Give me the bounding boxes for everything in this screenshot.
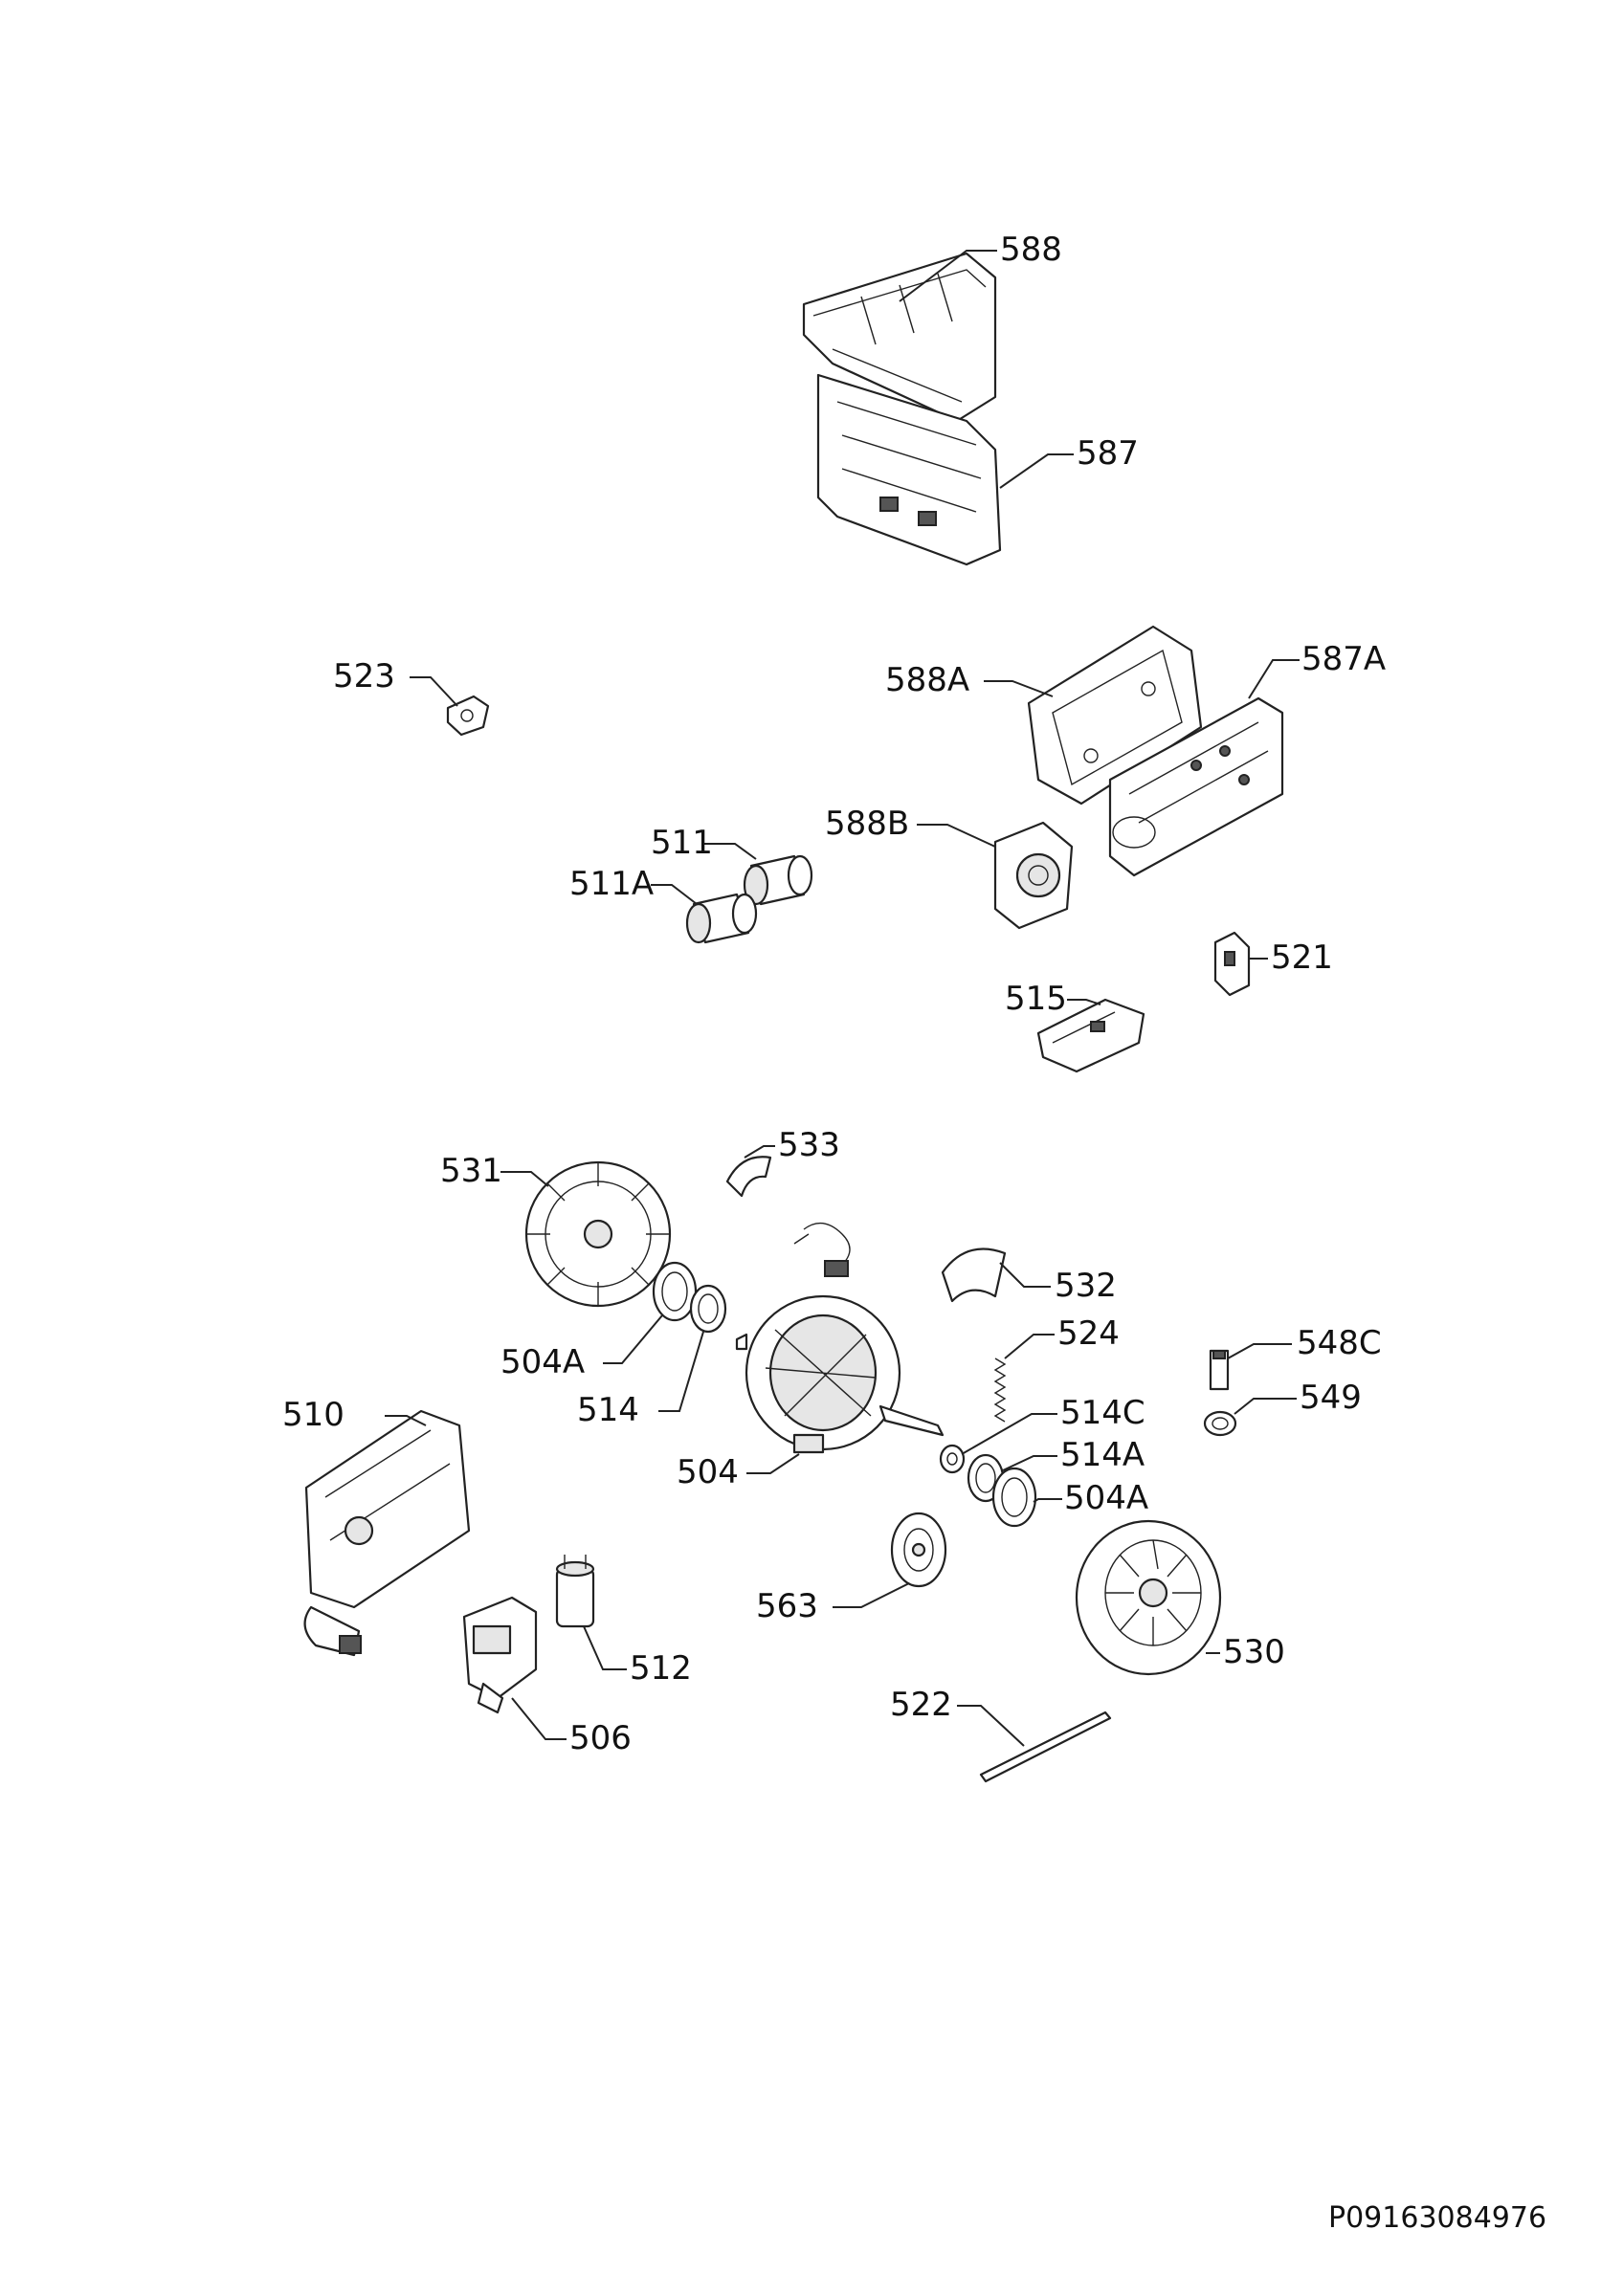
label-587: 587 (1077, 434, 1139, 473)
label-506: 506 (569, 1719, 632, 1757)
part-587-control-board (816, 373, 1002, 566)
leader-lines (385, 250, 1300, 1747)
label-588B: 588B (825, 805, 909, 843)
part-531-fan-impeller (524, 1160, 672, 1308)
wiring-harness (793, 1222, 851, 1277)
label-532: 532 (1055, 1267, 1117, 1305)
label-563: 563 (756, 1587, 818, 1625)
label-587A: 587A (1301, 640, 1386, 678)
label-511A: 511A (569, 865, 654, 903)
part-588-cover (802, 252, 997, 423)
drawing-code: P09163084976 (1328, 2201, 1546, 2235)
label-522: 522 (890, 1686, 952, 1724)
label-504A-left: 504A (500, 1343, 585, 1381)
label-510: 510 (282, 1396, 345, 1434)
part-504A-seal-right (991, 1467, 1037, 1528)
part-532-cover (941, 1247, 1007, 1303)
part-563-pulley (890, 1512, 947, 1588)
part-588A-frame (1027, 625, 1203, 806)
part-510-pump-housing (303, 1409, 471, 1657)
label-504: 504 (677, 1453, 739, 1491)
part-511-capacitor (743, 854, 813, 906)
label-533: 533 (778, 1126, 840, 1164)
part-524-spring (993, 1358, 1007, 1423)
label-548C: 548C (1297, 1324, 1382, 1362)
part-512-filter (555, 1555, 595, 1628)
part-548C-sensor (1209, 1349, 1230, 1391)
part-labels: 588 587 523 588A 587A 511 511A 588B 521 … (282, 231, 1386, 1757)
part-504A-seal-left (652, 1261, 698, 1322)
label-512: 512 (630, 1649, 692, 1688)
label-504A-right: 504A (1064, 1479, 1148, 1517)
part-514C-washer (939, 1444, 966, 1474)
label-588: 588 (1000, 231, 1062, 269)
part-549-grommet (1203, 1410, 1237, 1437)
label-524: 524 (1057, 1314, 1120, 1353)
part-515-bracket (1036, 998, 1145, 1073)
label-549: 549 (1300, 1379, 1362, 1417)
part-506-pump (462, 1596, 538, 1714)
label-514: 514 (577, 1391, 639, 1429)
label-531: 531 (440, 1152, 502, 1190)
part-587A-pcb (1108, 696, 1284, 877)
part-522-rod (979, 1711, 1112, 1783)
label-511: 511 (651, 824, 713, 862)
label-521: 521 (1271, 938, 1333, 977)
part-530-fan-wheel (1075, 1519, 1222, 1676)
label-523: 523 (333, 657, 395, 695)
part-523-clip (446, 695, 490, 737)
part-511A-capacitor (685, 893, 758, 944)
label-514A: 514A (1060, 1436, 1145, 1474)
label-515: 515 (1005, 980, 1067, 1018)
label-530: 530 (1223, 1633, 1285, 1671)
part-533-clamp (725, 1156, 772, 1198)
part-504-motor (735, 1294, 945, 1454)
label-588A: 588A (885, 661, 969, 699)
part-514-bearing (689, 1284, 727, 1334)
label-514C: 514C (1060, 1394, 1145, 1432)
part-521-switch (1213, 931, 1251, 997)
part-588B-knob-module (993, 821, 1074, 930)
